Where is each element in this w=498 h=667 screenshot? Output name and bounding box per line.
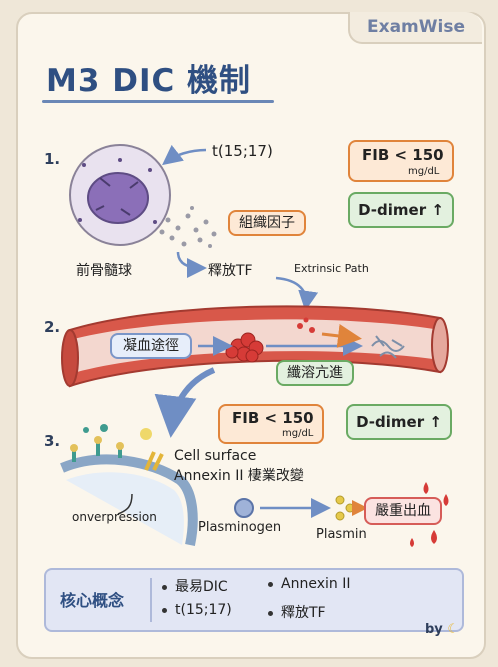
divider [150, 578, 152, 622]
plasminogen-icon [234, 498, 254, 518]
overexpression-label: onverpression [72, 510, 157, 524]
translocation-arrow [162, 144, 207, 166]
severe-bleeding-box: 嚴重出血 [364, 497, 442, 525]
fibrin-fragments-icon [371, 335, 405, 359]
concept-text: t(15;17) [175, 602, 232, 618]
core-concepts-title: 核心概念 [60, 591, 125, 610]
ddimer-lab-box-2: D-dimer ↑ [346, 404, 452, 440]
page-title: M3 DIC 機制 [46, 63, 252, 99]
plasmin-action-arrow [321, 323, 362, 348]
fib-value: FIB < 150 [362, 146, 444, 164]
brand-label: ExamWise [348, 12, 482, 44]
fib-value: FIB < 150 [232, 409, 314, 427]
cell-surface-label: Cell surface [174, 448, 257, 464]
core-concepts-panel: 核心概念 最易DIC Annexin II t(15;17) 釋放TF [44, 568, 464, 632]
fib-lab-box-2: FIB < 150 mg/dL [218, 404, 324, 444]
signature-text: by [425, 622, 443, 637]
signature: by ☾ [425, 622, 459, 637]
tissue-factor-box: 組織因子 [228, 210, 306, 236]
translocation-label: t(15;17) [212, 142, 273, 160]
concept-text: Annexin II [281, 576, 351, 592]
concept-item: 最易DIC [162, 576, 228, 596]
tissue-factor-granules-icon [159, 206, 217, 248]
plasmin-label: Plasmin [316, 527, 367, 542]
step-1-number: 1. [44, 150, 61, 168]
concept-item: 釋放TF [268, 602, 326, 622]
plasminogen-label: Plasminogen [198, 520, 282, 535]
extrinsic-arrow [275, 276, 319, 311]
blood-drops-icon [410, 482, 449, 547]
ddimer-lab-box-1: D-dimer ↑ [348, 192, 454, 228]
cell-membrane-icon [60, 424, 198, 547]
concept-text: 最易DIC [175, 579, 228, 595]
promyelocyte-icon [69, 144, 171, 246]
step-2-number: 2. [44, 318, 61, 336]
fibrinolysis-box: 纖溶亢進 [276, 360, 354, 386]
banana-icon: ☾ [447, 622, 459, 637]
fib-lab-box-1: FIB < 150 mg/dL [348, 140, 454, 182]
fib-unit: mg/dL [408, 166, 440, 177]
concept-item: Annexin II [268, 576, 350, 592]
extrinsic-path-label: Extrinsic Path [294, 262, 369, 275]
annexin-change-label: Annexin II 棲業改變 [174, 468, 304, 484]
to-step3-arrow [154, 367, 216, 438]
title-underline [42, 100, 274, 103]
step-3-number: 3. [44, 432, 61, 450]
release-tf-label: 釋放TF [208, 263, 253, 279]
promyelocyte-label: 前骨髓球 [76, 263, 132, 279]
coagulation-pathway-box: 凝血途徑 [110, 333, 192, 359]
fib-unit: mg/dL [282, 428, 314, 439]
overexpression-pointer [117, 493, 133, 515]
concept-item: t(15;17) [162, 602, 232, 618]
release-arrow [176, 251, 207, 278]
concept-text: 釋放TF [281, 605, 326, 621]
plasmin-icon [335, 495, 355, 521]
